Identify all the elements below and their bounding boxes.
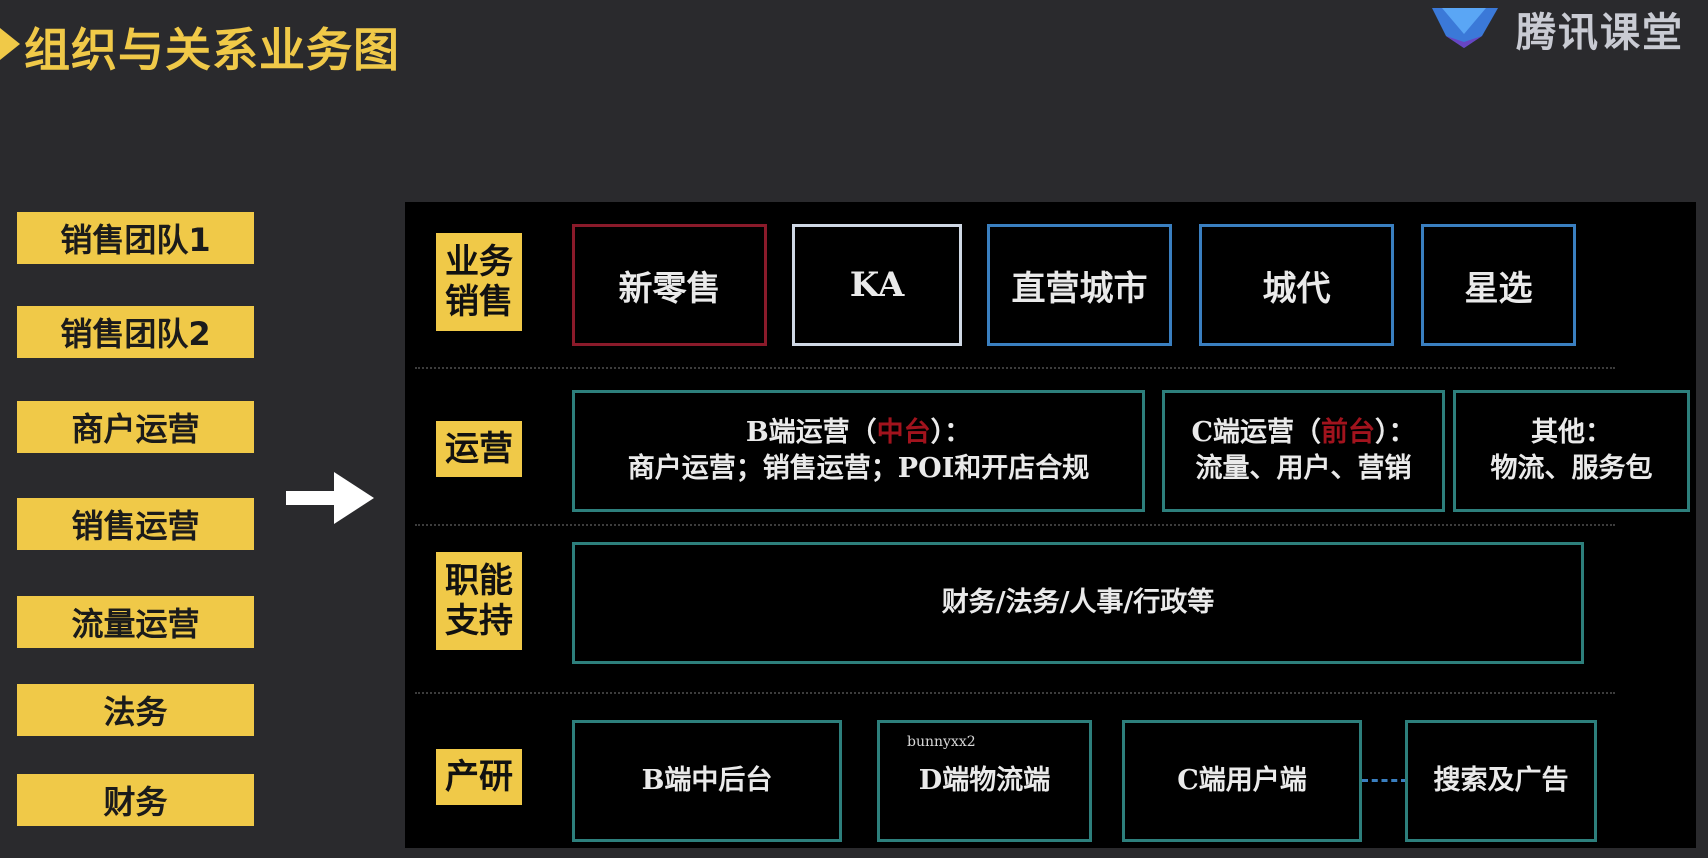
b-ops-prefix: B端运营（: [745, 417, 877, 448]
box-search-ads-label: 搜索及广告: [1433, 765, 1569, 796]
box-new-retail-label: 新零售: [618, 268, 721, 309]
box-direct-city-label: 直营城市: [1011, 268, 1148, 309]
row-separator: [415, 524, 1615, 526]
c-ops-suffix: ）：: [1375, 417, 1416, 448]
box-c-ops: C端运营（前台）： 流量、用户、营销: [1162, 390, 1445, 512]
left-tag-merchant-ops: 商户运营: [17, 401, 254, 453]
logo: 腾讯课堂: [1424, 0, 1684, 58]
box-b-ops-line1: B端运营（中台）：: [746, 415, 971, 451]
row-tag-functional-support: 职能支持: [436, 552, 522, 650]
box-d-logistics: D端物流端: [877, 720, 1092, 842]
box-functional-support-label: 财务/法务/人事/行政等: [941, 587, 1215, 618]
box-ka-label: KA: [849, 265, 905, 305]
b-ops-middle-platform: 中台: [876, 417, 931, 448]
row-tag-operations: 运营: [436, 421, 522, 477]
box-c-user: C端用户端: [1122, 720, 1362, 842]
box-b-backend: B端中后台: [572, 720, 842, 842]
left-tag-traffic-ops: 流量运营: [17, 596, 254, 648]
box-city-agent: 城代: [1199, 224, 1394, 346]
box-other-ops: 其他： 物流、服务包: [1453, 390, 1690, 512]
page-title: 组织与关系业务图: [24, 23, 400, 77]
box-star-select-label: 星选: [1464, 268, 1533, 309]
c-ops-prefix: C端运营（: [1191, 417, 1322, 448]
left-tag-sales-team-2: 销售团队2: [17, 306, 254, 358]
box-c-ops-line2: 流量、用户、营销: [1195, 453, 1412, 484]
box-c-user-label: C端用户端: [1177, 765, 1307, 796]
left-tag-sales-ops: 销售运营: [17, 498, 254, 550]
box-b-backend-label: B端中后台: [641, 765, 773, 796]
box-b-ops-line2: 商户运营；销售运营；POI和开店合规: [627, 453, 1090, 484]
org-diagram-panel: 业务销售 新零售 KA 直营城市 城代 星选 运营 B端运营（中台）： 商户运营…: [405, 202, 1696, 848]
b-ops-suffix: ）：: [930, 417, 972, 448]
box-functional-support: 财务/法务/人事/行政等: [572, 542, 1584, 664]
box-other-line1: 其他：: [1531, 417, 1612, 448]
title-marker-icon: [0, 28, 20, 60]
left-tag-sales-team-1: 销售团队1: [17, 212, 254, 264]
box-c-ops-line1: C端运营（前台）：: [1192, 415, 1416, 451]
box-direct-city: 直营城市: [987, 224, 1172, 346]
row-separator: [415, 692, 1615, 694]
left-tag-finance: 财务: [17, 774, 254, 826]
box-search-ads: 搜索及广告: [1405, 720, 1597, 842]
box-d-logistics-label: D端物流端: [918, 765, 1051, 796]
box-new-retail: 新零售: [572, 224, 767, 346]
row-tag-business-sales: 业务销售: [436, 233, 522, 331]
box-b-ops: B端运营（中台）： 商户运营；销售运营；POI和开店合规: [572, 390, 1145, 512]
row-separator: [415, 367, 1615, 369]
box-other-line2: 物流、服务包: [1490, 453, 1653, 484]
c-ops-front-platform: 前台: [1321, 417, 1375, 448]
play-logo-icon: [1424, 8, 1506, 50]
watermark-text: bunnyxx2: [907, 734, 976, 750]
box-ka: KA: [792, 224, 962, 346]
left-tag-legal: 法务: [17, 684, 254, 736]
connector-dash: [1362, 779, 1407, 782]
box-star-select: 星选: [1421, 224, 1576, 346]
row-tag-product-rnd: 产研: [436, 749, 522, 805]
box-city-agent-label: 城代: [1262, 268, 1331, 309]
logo-text: 腾讯课堂: [1516, 10, 1684, 56]
right-arrow-icon: [286, 472, 374, 528]
